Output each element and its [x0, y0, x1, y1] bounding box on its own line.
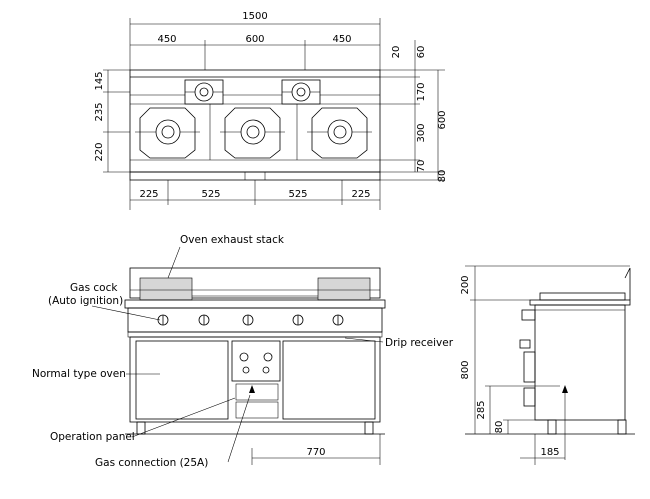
dim-top-3: 450: [332, 34, 351, 45]
oven-door-left: [135, 340, 229, 420]
front-burner-center: [220, 107, 285, 159]
back-burner-left: [184, 79, 224, 105]
side-dim-80: 80: [494, 421, 505, 434]
side-dim-185: 185: [540, 447, 559, 458]
dim-bottom-3: 525: [288, 189, 307, 200]
dim-total-width: 1500: [242, 11, 267, 22]
dim-bottom-1: 225: [139, 189, 158, 200]
dim-right-outer-80: 80: [437, 170, 448, 183]
dim-bottom-4: 225: [351, 189, 370, 200]
side-dim-800: 800: [460, 360, 471, 379]
label-gas-cock: Gas cock: [70, 282, 118, 294]
operation-panel: [231, 340, 281, 382]
label-normal-oven: Normal type oven: [32, 368, 126, 380]
label-operation-panel: Operation panel: [50, 431, 135, 443]
label-oven-exhaust: Oven exhaust stack: [180, 234, 285, 246]
front-burner-left: [135, 107, 200, 159]
exhaust-stack-left: [139, 277, 193, 301]
dim-left-2: 235: [94, 102, 105, 121]
dim-left-1: 145: [94, 71, 105, 90]
dim-right-outer-600: 600: [437, 110, 448, 129]
label-gas-cock-sub: (Auto ignition): [48, 295, 123, 307]
front-view: 770: [124, 267, 386, 465]
dim-right-small-1: 20: [391, 46, 402, 59]
front-burner-right: [307, 107, 372, 159]
dim-left-3: 220: [94, 142, 105, 161]
exhaust-stack-right: [317, 277, 371, 301]
dim-top-1: 450: [157, 34, 176, 45]
gas-cock-knobs: [157, 314, 344, 326]
callouts: Oven exhaust stack Gas cock (Auto igniti…: [32, 234, 454, 469]
dim-right-2: 300: [416, 123, 427, 142]
dim-right-3: 70: [416, 160, 427, 173]
side-dim-285: 285: [476, 400, 487, 419]
back-burner-right: [281, 79, 321, 105]
side-dim-200: 200: [460, 275, 471, 294]
label-gas-connection: Gas connection (25A): [95, 457, 208, 469]
dim-right-1: 170: [416, 82, 427, 101]
dim-right-small-2: 60: [416, 46, 427, 59]
oven-door-right: [282, 340, 376, 420]
dim-770: 770: [306, 447, 325, 458]
side-view: 200 800 285 80 185: [460, 265, 635, 465]
plan-view: 1500 450 600 450: [94, 11, 448, 210]
dim-bottom-2: 525: [201, 189, 220, 200]
dim-top-2: 600: [245, 34, 264, 45]
label-drip-receiver: Drip receiver: [385, 337, 454, 349]
